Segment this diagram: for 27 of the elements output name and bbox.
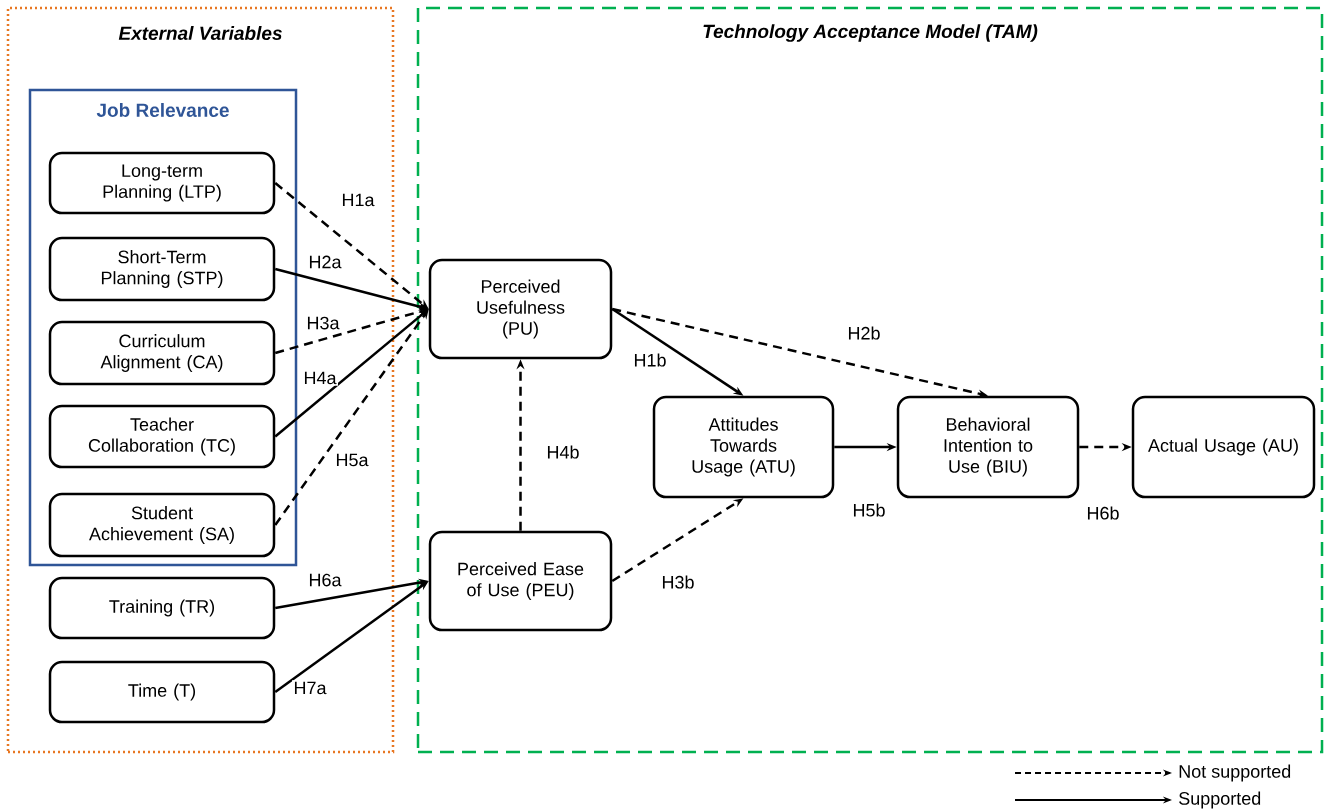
construct-box: Student Achievement (SA) (48, 492, 276, 558)
edge-label: H7a (292, 680, 328, 696)
edge-label: H5b (851, 501, 887, 519)
edge-label: H1a (340, 192, 376, 208)
edge-label: H4b (545, 443, 581, 461)
edge-label: H2b (846, 324, 882, 342)
construct-box: Training (TR) (48, 576, 276, 640)
construct-box: Perceived Ease of Use (PEU) (428, 530, 613, 632)
edge-label: H6b (1085, 504, 1121, 522)
edge-label: H3a (305, 315, 341, 331)
construct-box: Teacher Collaboration (TC) (48, 404, 276, 469)
edge-label: H4a (302, 370, 338, 386)
edge-label: H3b (660, 573, 696, 591)
construct-box: Curriculum Alignment (CA) (48, 320, 276, 386)
construct-box: Behavioral Intention to Use (BIU) (896, 395, 1080, 499)
edge-label: H2a (307, 254, 343, 270)
construct-box: Attitudes Towards Usage (ATU) (652, 395, 835, 499)
construct-box: Perceived Usefulness (PU) (428, 258, 613, 360)
legend-text: Supported (1179, 791, 1261, 809)
construct-box: Short-Term Planning (STP) (48, 236, 276, 302)
construct-box: Time (T) (48, 660, 276, 724)
edge-label: H1b (632, 351, 668, 369)
construct-box: Actual Usage (AU) (1131, 395, 1316, 499)
construct-box: Long-term Planning (LTP) (48, 151, 276, 215)
legend-text: Not supported (1179, 764, 1291, 782)
edge-label: H6a (307, 572, 343, 588)
edge-label: H5a (334, 452, 370, 468)
